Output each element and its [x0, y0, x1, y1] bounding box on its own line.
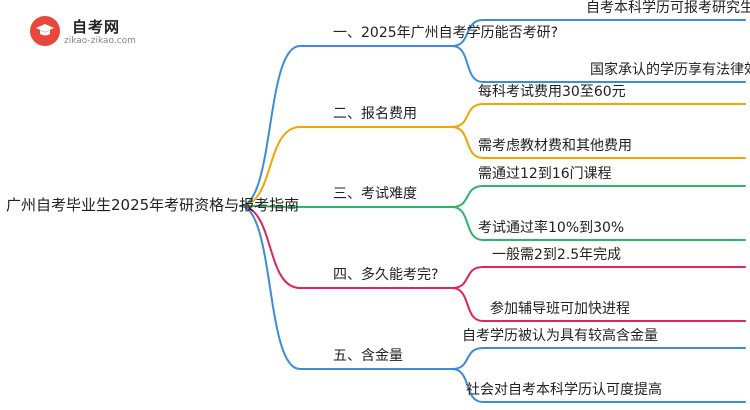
- root-connector-2: [239, 126, 301, 207]
- leaf-label-4-1: 一般需2到2.5年完成: [492, 247, 622, 263]
- leaf-label-4-2: 参加辅导班可加快进程: [490, 301, 630, 317]
- leaf-connector-1-1: [451, 19, 484, 47]
- leaf-connector-2-2: [451, 126, 484, 159]
- logo-title: 自考网: [72, 18, 121, 36]
- leaf-label-1-2: 国家承认的学历享有法律效力: [590, 62, 750, 78]
- branch-label-5: 五、含金量: [333, 348, 403, 364]
- leaf-label-3-1: 需通过12到16门课程: [478, 166, 612, 182]
- leaf-label-1-1: 自考本科学历可报考研究生: [586, 0, 750, 16]
- leaf-label-3-2: 考试通过率10%到30%: [478, 220, 625, 236]
- branch-label-2: 二、报名费用: [333, 106, 417, 122]
- root-connector-5: [239, 205, 301, 370]
- graduation-cap-icon: [30, 16, 60, 46]
- leaf-label-5-1: 自考学历被认为具有较高含金量: [462, 328, 658, 344]
- leaf-label-2-1: 每科考试费用30至60元: [478, 84, 626, 100]
- branch-label-4: 四、多久能考完?: [333, 267, 439, 283]
- site-logo[interactable]: 自考网 zikao-zikao.com: [30, 14, 150, 50]
- leaf-connector-2-1: [451, 103, 484, 128]
- leaf-connector-4-2: [451, 287, 484, 322]
- leaf-connector-3-2: [451, 206, 484, 241]
- leaf-connector-4-1: [451, 266, 484, 289]
- leaf-connector-3-1: [451, 185, 484, 208]
- branch-label-3: 三、考试难度: [333, 186, 417, 202]
- leaf-connector-1-2: [451, 45, 484, 83]
- branch-label-1: 一、2025年广州自考学历能否考研?: [333, 25, 559, 41]
- root-connector-1: [239, 45, 301, 207]
- leaf-label-2-2: 需考虑教材费和其他费用: [478, 138, 632, 154]
- root-topic: 广州自考毕业生2025年考研资格与报考指南: [6, 196, 300, 214]
- leaf-connector-5-1: [451, 347, 484, 370]
- leaf-label-5-2: 社会对自考本科学历认可度提高: [466, 382, 662, 398]
- root-connector-4: [239, 205, 301, 289]
- leaf-connector-5-2: [451, 368, 484, 403]
- logo-url: zikao-zikao.com: [64, 36, 136, 46]
- root-connector-3: [239, 205, 301, 208]
